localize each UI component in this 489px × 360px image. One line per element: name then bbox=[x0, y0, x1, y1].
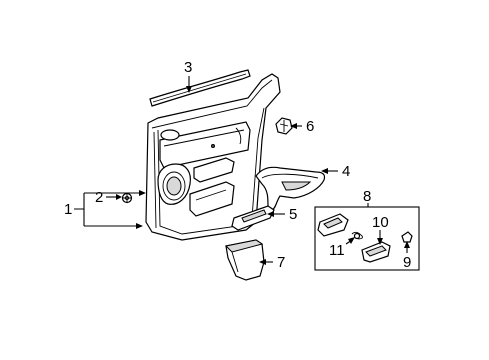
callout-5: 5 bbox=[267, 206, 297, 223]
callout-8-label: 8 bbox=[363, 188, 371, 205]
callout-4-label: 4 bbox=[342, 163, 350, 180]
callout-5-label: 5 bbox=[289, 206, 297, 223]
weatherstrip-part bbox=[149, 69, 251, 107]
callout-3-label: 3 bbox=[184, 59, 192, 76]
door-trim-panel-part bbox=[145, 73, 281, 241]
callout-7: 7 bbox=[259, 254, 285, 271]
callout-8: 8 bbox=[363, 188, 371, 207]
callout-10-label: 10 bbox=[372, 214, 389, 231]
callout-3: 3 bbox=[184, 59, 192, 93]
callout-6-label: 6 bbox=[306, 118, 314, 135]
callout-9-label: 9 bbox=[403, 254, 411, 271]
callout-7-label: 7 bbox=[277, 254, 285, 271]
callout-11: 11 bbox=[329, 237, 355, 259]
clip-6-part bbox=[275, 117, 293, 135]
switch-bezel-part bbox=[231, 205, 275, 231]
callout-1-label: 1 bbox=[64, 201, 72, 218]
clip-2-part bbox=[121, 192, 133, 204]
pull-handle-part bbox=[255, 166, 326, 211]
storage-pocket-part bbox=[224, 239, 265, 281]
callout-10: 10 bbox=[372, 214, 389, 245]
callout-2-label: 2 bbox=[95, 189, 103, 206]
handle-assembly-box bbox=[314, 206, 420, 271]
callout-11-label: 11 bbox=[329, 242, 345, 259]
callout-1: 1 bbox=[64, 190, 146, 229]
callout-2: 2 bbox=[95, 189, 122, 206]
callout-6: 6 bbox=[290, 118, 314, 135]
callout-4: 4 bbox=[321, 163, 350, 180]
callout-9: 9 bbox=[403, 241, 411, 271]
